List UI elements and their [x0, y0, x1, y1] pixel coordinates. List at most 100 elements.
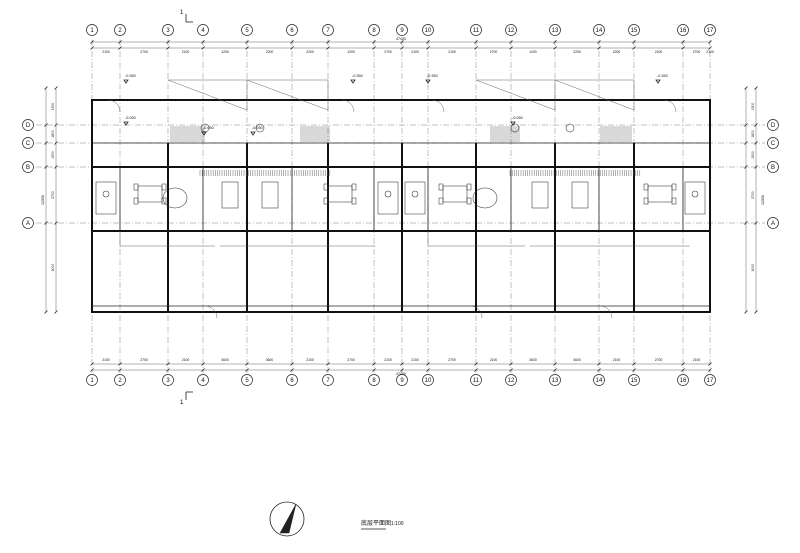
dimension-tick: [118, 368, 122, 372]
axis-bubble-circle: [241, 374, 253, 386]
axis-bubble-10-top: 10: [422, 24, 434, 36]
chair: [671, 183, 677, 191]
dimension-text-top: 1200: [221, 50, 229, 54]
axis-bubble-circle: [286, 374, 298, 386]
chair: [438, 197, 444, 205]
dimension-text-bottom: 2100: [411, 358, 419, 362]
dining-table: [647, 185, 673, 203]
dimension-tick: [372, 368, 376, 372]
axis-bubble-label: 11: [473, 378, 480, 384]
door-swing: [599, 305, 613, 319]
level-label: -0.050: [512, 116, 523, 120]
axis-bubble-3-bottom: 3: [162, 374, 174, 386]
kitchen-unit: [684, 181, 706, 215]
axis-bubble-circle: [368, 374, 380, 386]
axis-bubble-14-top: 14: [593, 24, 605, 36]
axis-bubble-4-top: 4: [197, 24, 209, 36]
chair: [161, 197, 167, 205]
dimension-tick: [754, 123, 758, 127]
axis-bubble-label: 15: [631, 378, 638, 384]
dimension-tick: [597, 368, 601, 372]
inner-partition: [119, 231, 375, 247]
dimension-tick: [553, 46, 557, 50]
axis-bubble-D-right: D: [767, 119, 779, 131]
axis-bubble-D-left: D: [22, 119, 34, 131]
dimension-tick: [54, 123, 58, 127]
chair: [671, 197, 677, 205]
dimension-tick: [509, 368, 513, 372]
axis-bubble-label: 10: [425, 28, 432, 34]
dimension-tick: [166, 46, 170, 50]
dimension-tick: [326, 46, 330, 50]
door-swing: [107, 99, 121, 113]
axis-bubble-label: 6: [290, 28, 294, 34]
sink: [102, 190, 110, 198]
level-triangle: [350, 79, 356, 84]
axis-bubble-label: 9: [400, 28, 404, 34]
axis-bubble-circle: [422, 374, 434, 386]
bed: [531, 181, 549, 209]
chair: [351, 183, 357, 191]
axis-bubble-label: 17: [707, 378, 714, 384]
dimension-text-bottom: 2100: [384, 358, 392, 362]
axis-bubble-circle: [197, 374, 209, 386]
dimension-text-bottom: 2100: [490, 358, 498, 362]
axis-bubble-label: 12: [508, 378, 515, 384]
kitchen-unit: [377, 181, 399, 215]
level-label: -0.350: [125, 74, 136, 78]
dimension-tick: [44, 221, 48, 225]
overall-dimension-top: 47400: [396, 37, 406, 41]
axis-bubble-label: 15: [631, 28, 638, 34]
axis-bubble-10-bottom: 10: [422, 374, 434, 386]
dimension-tick: [474, 362, 478, 366]
level-triangle: [655, 79, 661, 84]
dimension-text-bottom: 2100: [693, 358, 701, 362]
axis-bubble-label: 5: [245, 378, 249, 384]
dimension-tick: [245, 40, 249, 44]
axis-bubble-circle: [628, 374, 640, 386]
axis-bubble-1-top: 1: [86, 24, 98, 36]
axis-bubble-circle: [368, 24, 380, 36]
dimension-tick: [754, 165, 758, 169]
dimension-tick: [201, 368, 205, 372]
dimension-tick: [90, 368, 94, 372]
axis-bubble-6-top: 6: [286, 24, 298, 36]
dimension-text-top: 2200: [266, 50, 274, 54]
dimension-text-top: 2200: [613, 50, 621, 54]
axis-bubble-label: 7: [326, 28, 330, 34]
dimension-tick: [118, 40, 122, 44]
level-triangle: [250, 131, 256, 136]
dimension-text-top: 1200: [347, 50, 355, 54]
level-triangle: [201, 131, 207, 136]
dimension-text-top: 2100: [411, 50, 419, 54]
axis-bubbles: 1122334455667788991010111112121313141415…: [22, 24, 779, 386]
dimension-tick: [553, 362, 557, 366]
axis-bubble-circle: [22, 119, 34, 131]
axis-bubble-circle: [767, 137, 779, 149]
dimension-tick: [632, 40, 636, 44]
dimension-text-top: 2100: [182, 50, 190, 54]
axis-bubble-circle: [322, 24, 334, 36]
chair: [466, 197, 472, 205]
dimension-tick: [744, 123, 748, 127]
round-table: [472, 187, 498, 209]
dimension-tick: [597, 40, 601, 44]
chair: [161, 183, 167, 191]
dimension-tick: [681, 362, 685, 366]
dimension-tick: [744, 310, 748, 314]
level-annotations: -0.350-0.350-0.050-0.050-0.050-0.350-0.0…: [123, 74, 668, 136]
axis-bubble-14-bottom: 14: [593, 374, 605, 386]
door-swing: [469, 305, 483, 319]
dimension-tick: [708, 40, 712, 44]
dimension-tick: [90, 46, 94, 50]
dimension-text-bottom: 3600: [221, 358, 229, 362]
axis-bubble-circle: [197, 24, 209, 36]
axis-bubble-B-right: B: [767, 161, 779, 173]
axis-grid-lines: [36, 40, 765, 373]
dimension-text-top: 2700: [693, 50, 701, 54]
axis-bubble-label: 13: [552, 28, 559, 34]
dimension-tick: [632, 46, 636, 50]
dimension-tick: [509, 40, 513, 44]
dimension-tick: [290, 362, 294, 366]
dimension-tick: [44, 310, 48, 314]
